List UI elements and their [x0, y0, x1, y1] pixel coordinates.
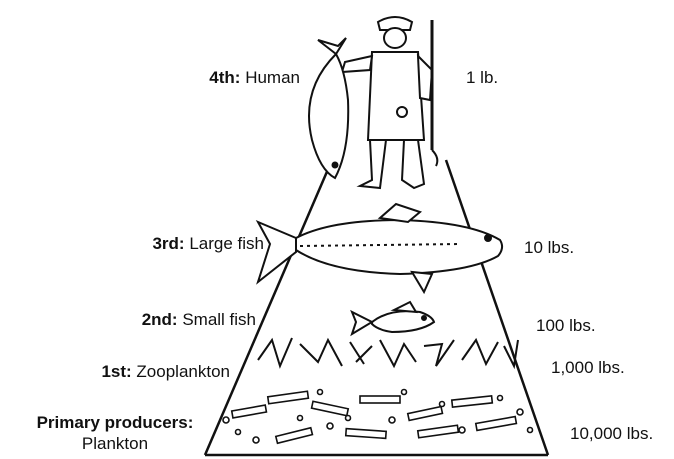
- level-1-rank: 1st:: [101, 362, 131, 381]
- human-icon: [342, 17, 437, 188]
- level-3-name: Large fish: [189, 234, 264, 253]
- level-3-amount: 10 lbs.: [524, 238, 574, 258]
- level-1-amount: 1,000 lbs.: [551, 358, 625, 378]
- level-0-rank: Primary producers:: [12, 412, 218, 433]
- plankton-icon: [223, 390, 533, 444]
- level-2-name: Small fish: [182, 310, 256, 329]
- level-2-label: 2nd: Small fish: [142, 310, 256, 330]
- level-4-rank: 4th:: [209, 68, 240, 87]
- level-1-label: 1st: Zooplankton: [101, 362, 230, 382]
- level-2-amount: 100 lbs.: [536, 316, 596, 336]
- level-3-rank: 3rd:: [152, 234, 184, 253]
- zooplankton-icon: [258, 338, 518, 366]
- level-3-label: 3rd: Large fish: [152, 234, 264, 254]
- caught-fish-icon: [309, 38, 348, 178]
- level-0-amount: 10,000 lbs.: [570, 424, 653, 444]
- level-4-amount: 1 lb.: [466, 68, 498, 88]
- level-2-rank: 2nd:: [142, 310, 178, 329]
- level-4-label: 4th: Human: [209, 68, 300, 88]
- level-0-label: Primary producers: Plankton: [12, 412, 218, 454]
- level-4-name: Human: [245, 68, 300, 87]
- small-fish-icon: [352, 302, 434, 334]
- level-1-name: Zooplankton: [136, 362, 230, 381]
- level-0-name: Plankton: [82, 434, 148, 453]
